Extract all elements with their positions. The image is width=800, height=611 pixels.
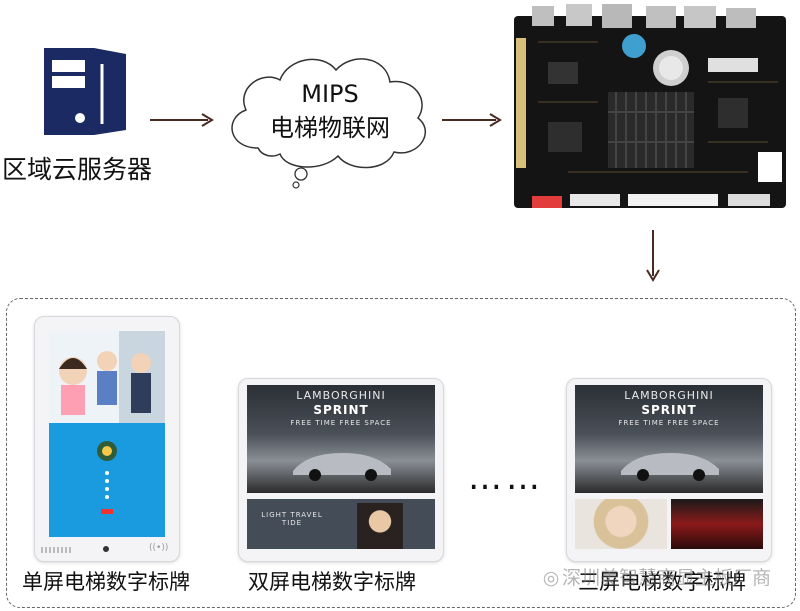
triple-top-display: LAMBORGHINI SPRINT FREE TIME FREE SPACE (575, 385, 763, 493)
tagline-text: FREE TIME FREE SPACE (290, 419, 392, 427)
dual-screen-label: 双屏电梯数字标牌 (248, 570, 416, 594)
arrow-board-to-devices (646, 230, 660, 282)
car-image (621, 453, 719, 481)
wechat-icon: ◎ (542, 567, 560, 589)
dual-bottom-display: LIGHT TRAVEL TIDE (247, 499, 435, 549)
dual-screen-device: LAMBORGHINI SPRINT FREE TIME FREE SPACE … (238, 378, 444, 562)
model-photo (357, 503, 403, 549)
triple-screen-label: 三屏电梯数字标牌 (578, 570, 746, 594)
more-ellipsis: …… (468, 458, 544, 498)
server-label: 区域云服务器 (2, 155, 153, 184)
single-screen-display (49, 331, 165, 537)
tagline-text: FREE TIME FREE SPACE (618, 419, 720, 427)
cloud-title: MIPS (301, 80, 359, 108)
single-screen-label: 单屏电梯数字标牌 (22, 570, 190, 594)
product-text: SPRINT (313, 403, 369, 417)
triple-bottom-left-display (575, 499, 667, 549)
camera-dot (103, 546, 109, 552)
dual-top-display: LAMBORGHINI SPRINT FREE TIME FREE SPACE (247, 385, 435, 493)
player-icon (97, 441, 117, 514)
nfc-icon: ((•)) (149, 543, 169, 553)
arrow-cloud-to-board (442, 113, 502, 127)
triple-screen-device: LAMBORGHINI SPRINT FREE TIME FREE SPACE (566, 378, 772, 562)
arrow-server-to-cloud (150, 113, 214, 127)
product-text: SPRINT (641, 403, 697, 417)
car-image (293, 453, 391, 481)
circuit-board-icon (508, 2, 798, 216)
single-screen-device: ((•)) (34, 316, 180, 562)
brand-text: LAMBORGHINI (624, 389, 714, 402)
cartoon-illustration (49, 331, 165, 423)
brand-text: LAMBORGHINI (296, 389, 386, 402)
cloud-icon (231, 58, 426, 189)
devices-group (6, 298, 796, 608)
watermark: ◎深圳美智慧商显主板厂商 (540, 563, 771, 590)
cloud-subtitle: 电梯物联网 (270, 114, 390, 142)
ad-text: LIGHT TRAVEL TIDE (261, 511, 323, 527)
server-icon (40, 44, 130, 139)
speaker-grill (41, 547, 71, 553)
triple-bottom-right-display (671, 499, 763, 549)
watermark-text: 深圳美智慧商显主板厂商 (562, 567, 772, 589)
